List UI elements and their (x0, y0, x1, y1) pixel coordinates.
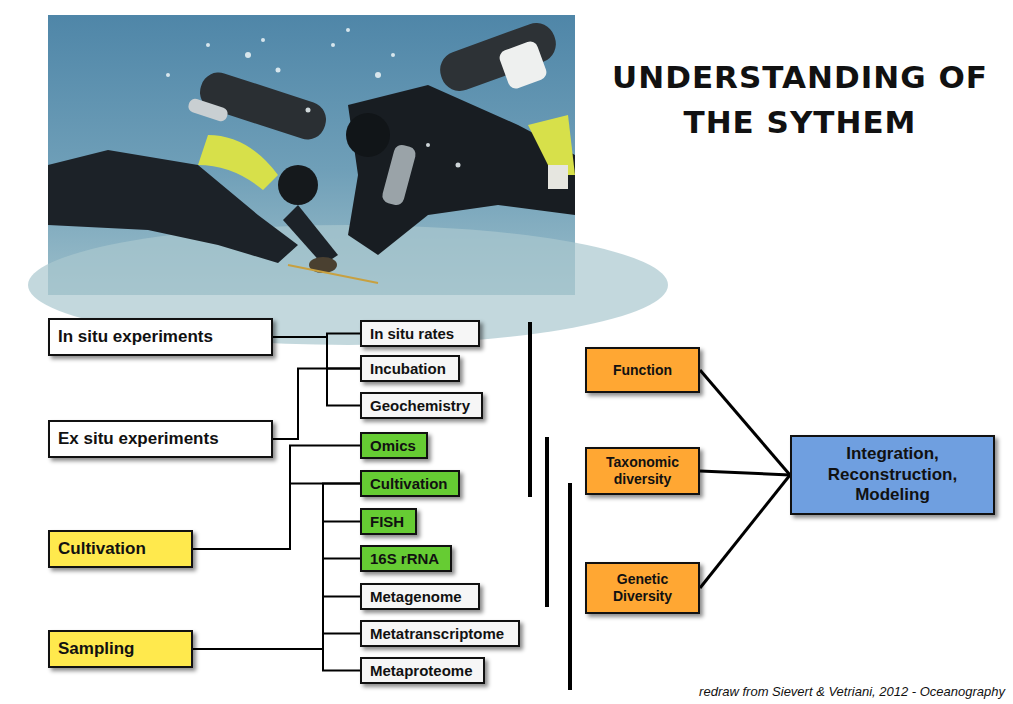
box-label: Metagenome (370, 588, 462, 606)
connector-line (700, 475, 790, 588)
experiment-box: In situ experiments (48, 318, 273, 356)
method-box: 16S rRNA (360, 545, 452, 572)
connector-line (193, 559, 360, 650)
box-label: 16S rRNA (370, 550, 439, 568)
outcome-box: Function (585, 347, 700, 393)
box-label: Ex situ experiments (58, 429, 219, 449)
method-box: Metagenome (360, 583, 480, 610)
method-box: Cultivation (360, 470, 460, 497)
method-box: Metatranscriptome (360, 620, 520, 647)
connector-line (700, 471, 790, 475)
box-label: Cultivation (58, 539, 146, 559)
method-box: Incubation (360, 355, 460, 382)
box-label: Cultivation (370, 475, 448, 493)
connector-line (273, 369, 360, 440)
approach-box: Cultivation (48, 530, 193, 568)
box-label: Function (613, 362, 672, 379)
box-label: Omics (370, 437, 416, 455)
connector-line (193, 446, 360, 550)
box-label: FISH (370, 513, 404, 531)
source-caption: redraw from Sievert & Vetriani, 2012 - O… (600, 684, 1005, 700)
box-label: Incubation (370, 360, 446, 378)
connector-line (273, 337, 360, 406)
connector-line (700, 370, 790, 475)
approach-box: Sampling (48, 630, 193, 668)
box-label: Integration, Reconstruction, Modeling (800, 444, 985, 505)
box-label: In situ rates (370, 325, 454, 343)
box-label: Metaproteome (370, 662, 473, 680)
bracket-bars (530, 322, 570, 690)
box-label: In situ experiments (58, 327, 213, 347)
box-label: Sampling (58, 639, 135, 659)
box-label: Metatranscriptome (370, 625, 504, 643)
connector-line (193, 649, 360, 671)
connector-line (193, 597, 360, 650)
connector-line (193, 522, 360, 650)
method-box: In situ rates (360, 320, 480, 347)
outcome-box: Genetic Diversity (585, 562, 700, 614)
connector-line (193, 484, 360, 550)
synthesis-box: Integration, Reconstruction, Modeling (790, 435, 995, 515)
box-label: Genetic Diversity (595, 571, 690, 605)
diagram-title: UNDERSTANDING OF THE SYTHEM (610, 55, 990, 145)
connector-line (273, 337, 360, 369)
method-box: Omics (360, 432, 428, 459)
box-label: Geochemistry (370, 397, 470, 415)
method-box: FISH (360, 508, 417, 535)
method-box: Geochemistry (360, 392, 483, 419)
method-box: Metaproteome (360, 657, 485, 684)
connector-line (193, 484, 360, 650)
connector-line (193, 634, 360, 650)
experiment-box: Ex situ experiments (48, 420, 273, 458)
box-label: Taxonomic diversity (595, 454, 690, 488)
outcome-box: Taxonomic diversity (585, 447, 700, 495)
